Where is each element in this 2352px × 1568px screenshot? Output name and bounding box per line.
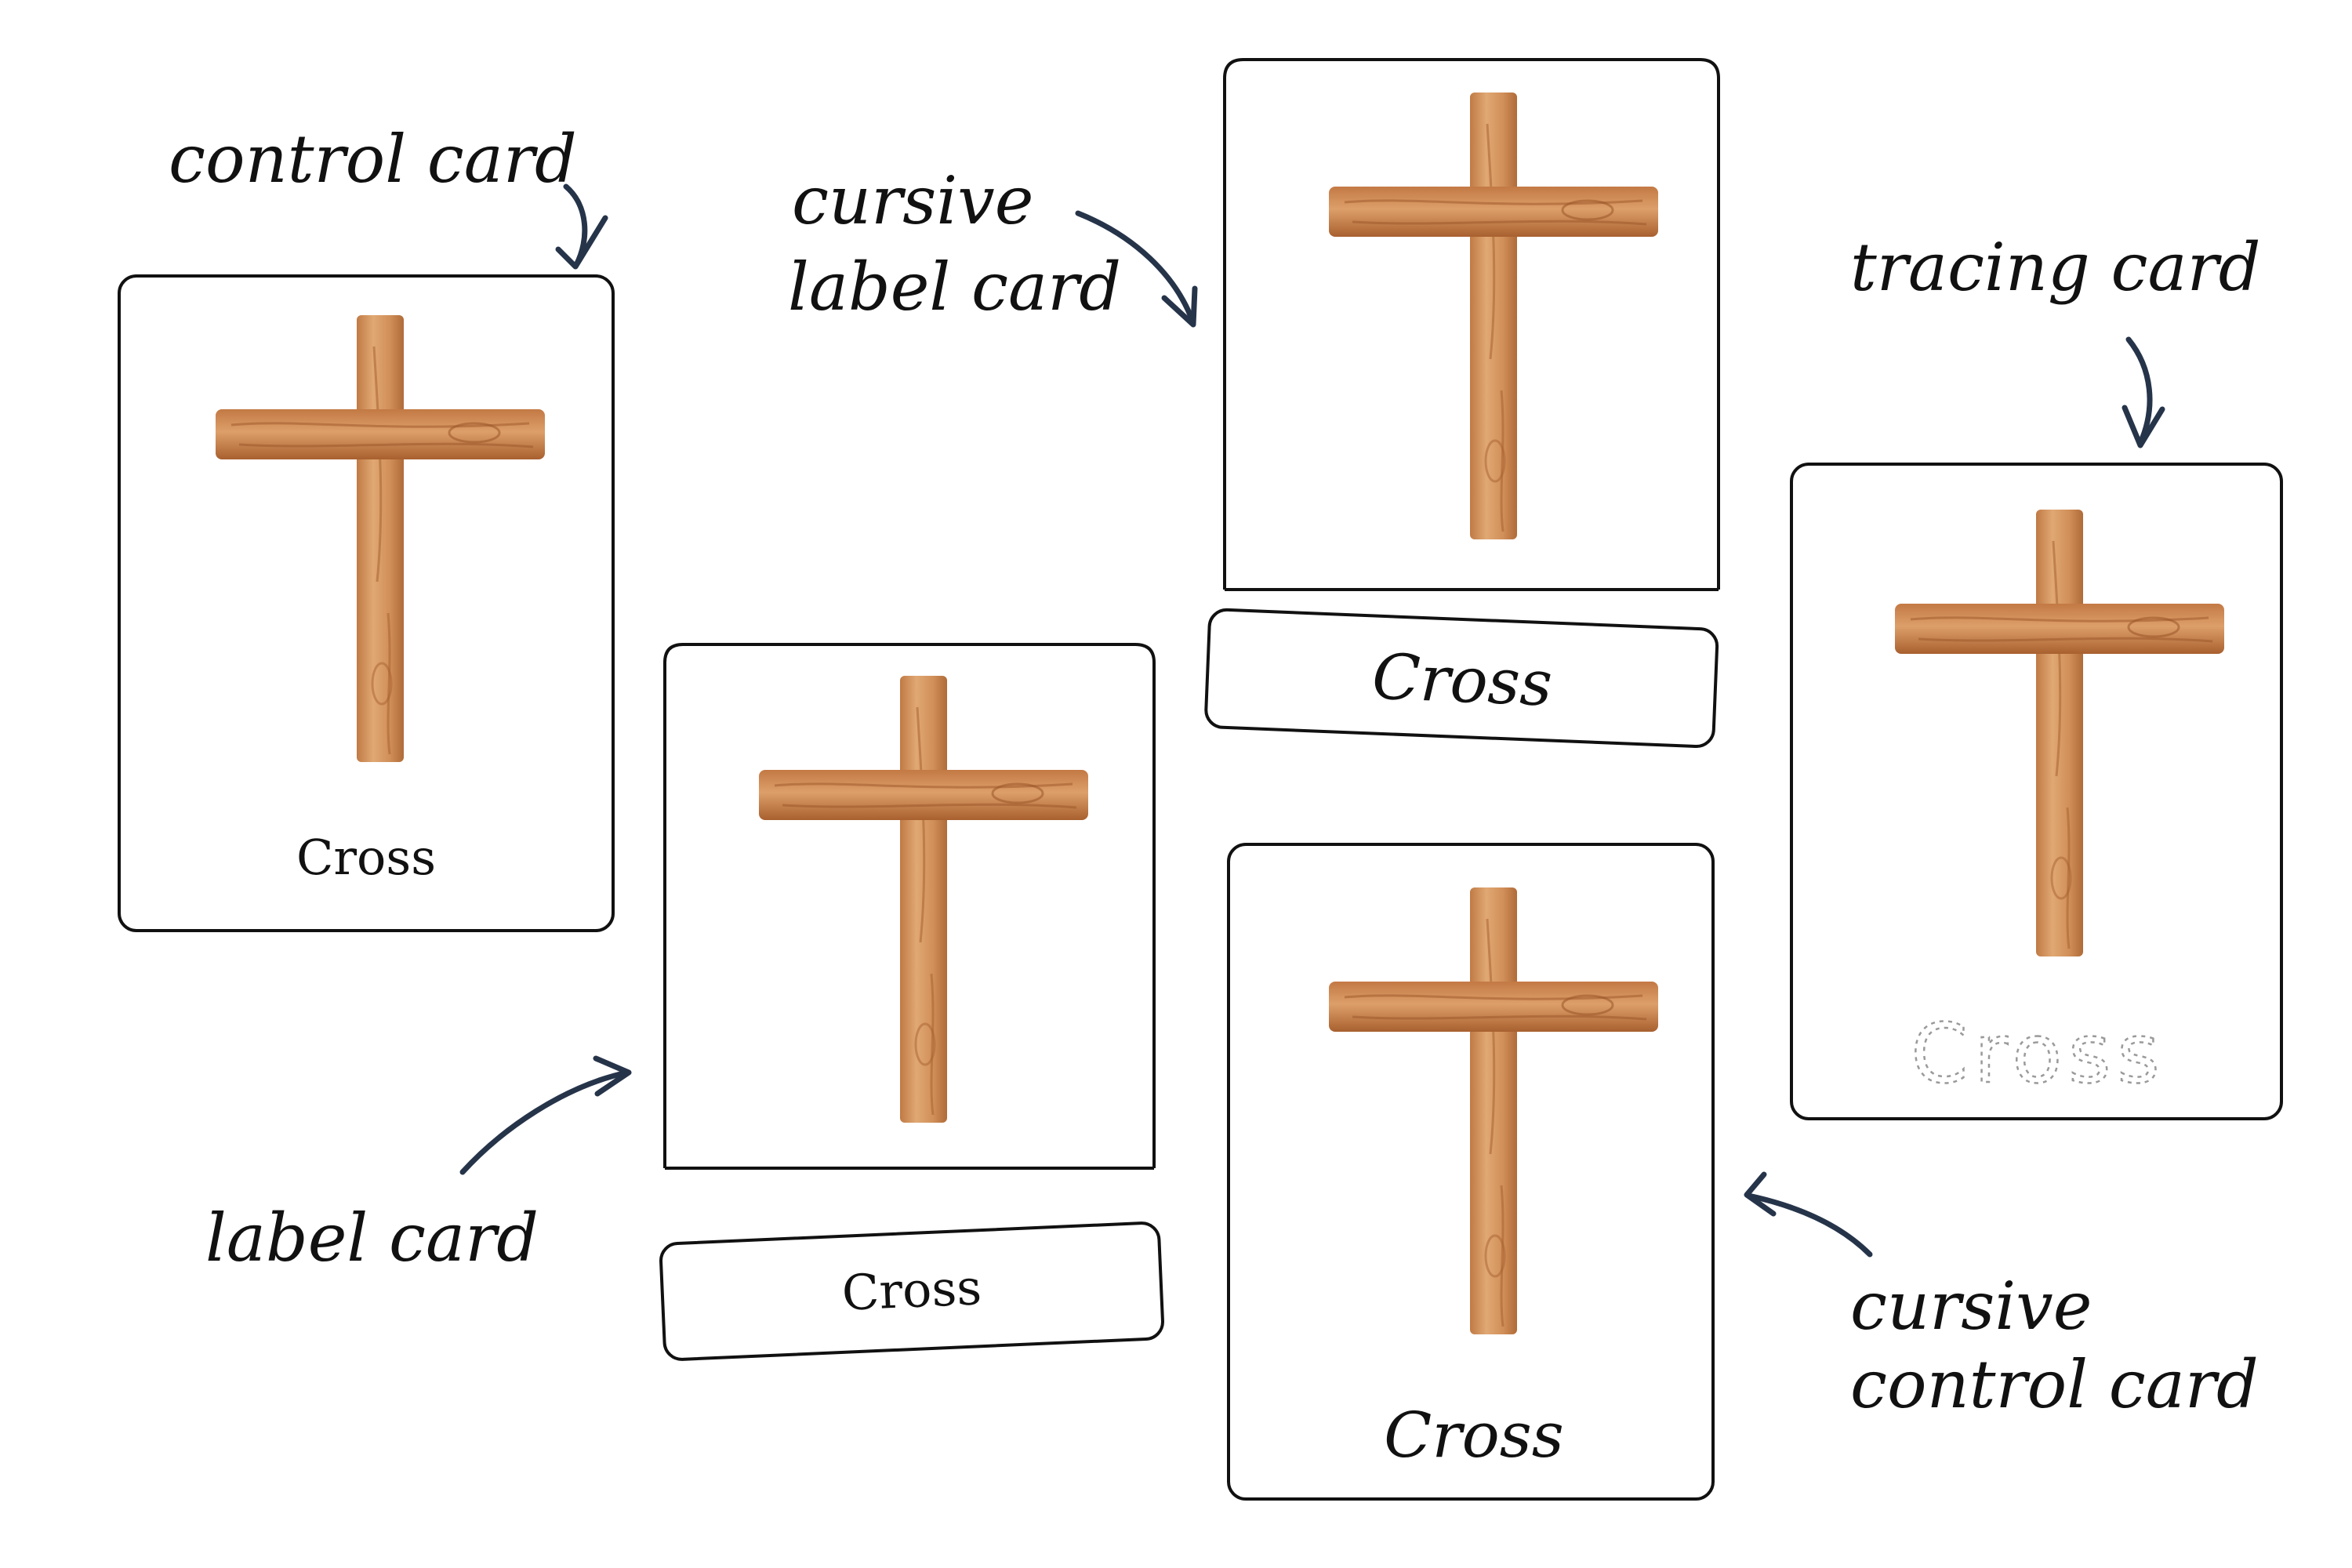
- curved-arrow-icon: [1075, 210, 1198, 328]
- cursive-label-card-frame: [1204, 608, 1719, 749]
- cursive-control-card: Cross: [1227, 843, 1715, 1501]
- control-card-note: control card: [169, 121, 577, 198]
- cursive-label-card-label: Cross: [1370, 640, 1553, 720]
- control-card: Cross: [118, 274, 615, 932]
- cursive-label-card-note-line-2: label card: [788, 249, 1121, 325]
- label-card-picture: [663, 643, 1156, 1170]
- curved-arrow-icon: [555, 183, 608, 270]
- cursive-label-card: Cross: [1204, 608, 1719, 749]
- label-card: Cross: [659, 1221, 1164, 1361]
- cursive-control-card-note-line-1: cursive: [1850, 1268, 2092, 1345]
- curved-arrow-icon: [459, 1055, 632, 1175]
- control-card-label: Cross: [296, 829, 436, 886]
- curved-arrow-icon: [2122, 336, 2165, 448]
- tracing-card-label: Cross: [1911, 1006, 2165, 1102]
- tracing-card-note: tracing card: [1850, 229, 2261, 306]
- label-card-label: Cross: [840, 1258, 982, 1322]
- curved-arrow-icon: [1744, 1171, 1873, 1258]
- label-card-note: label card: [205, 1200, 539, 1276]
- tracing-card: Cross: [1790, 463, 2283, 1120]
- cursive-control-card-note-line-2: control card: [1850, 1346, 2259, 1423]
- cursive-label-card-picture: [1223, 58, 1720, 591]
- cursive-label-card-note-line-1: cursive: [792, 162, 1033, 239]
- label-card-frame: [659, 1221, 1164, 1361]
- cursive-control-card-label: Cross: [1384, 1399, 1564, 1472]
